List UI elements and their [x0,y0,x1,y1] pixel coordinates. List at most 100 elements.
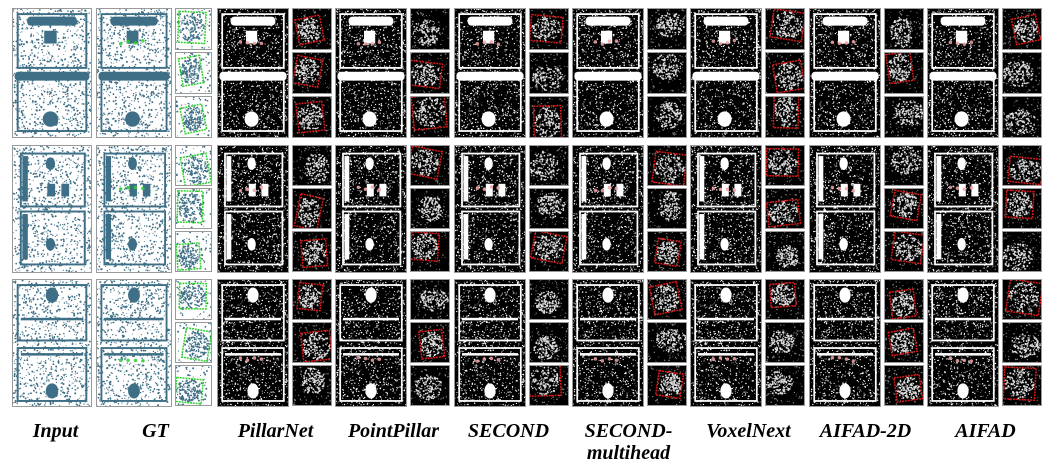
caption-second: SECOND [451,420,566,442]
method-zoom-crop [410,96,450,138]
caption-voxelnext: VoxelNext [691,420,806,442]
method-zoom-crop [647,96,687,138]
caption-aifad-2d: AIFAD-2D [808,420,923,442]
method-feature-map [335,279,407,407]
method-zoom-crop [410,52,450,94]
method-zoom-crop [647,365,687,406]
method-zoom-crop [292,52,332,94]
method-zoom-crop [529,365,569,406]
gt-zoom-crop [175,365,212,406]
method-zoom-crop [765,188,805,229]
input-pointcloud-image [12,145,92,273]
method-feature-map [454,8,526,138]
method-zoom-crop [529,231,569,272]
caption-gt: GT [98,420,213,442]
method-zoom-crop [884,52,924,94]
input-pointcloud-image [12,279,92,407]
method-zoom-crop [1002,96,1042,138]
method-zoom-crop [292,279,332,320]
method-zoom-crop [529,322,569,363]
method-feature-map [927,8,999,138]
method-feature-map [572,145,644,273]
method-feature-map [335,8,407,138]
method-zoom-crop [884,96,924,138]
method-zoom-crop [1002,52,1042,94]
method-zoom-crop [1002,365,1042,406]
method-feature-map [690,279,762,407]
gt-zoom-crop [175,96,212,138]
method-zoom-crop [647,188,687,229]
method-zoom-crop [292,8,332,50]
comparison-figure [0,0,1058,453]
method-zoom-crop [884,279,924,320]
gt-zoom-crop [175,8,212,50]
gt-zoom-crop [175,231,212,272]
method-zoom-crop [529,145,569,186]
gt-zoom-crop [175,52,212,94]
gt-pointcloud-image [96,279,172,407]
method-zoom-crop [292,188,332,229]
method-feature-map [217,8,289,138]
method-zoom-crop [884,188,924,229]
method-feature-map [690,145,762,273]
method-zoom-crop [1002,279,1042,320]
method-feature-map [335,145,407,273]
method-zoom-crop [292,145,332,186]
method-feature-map [927,145,999,273]
method-zoom-crop [647,231,687,272]
method-zoom-crop [647,145,687,186]
method-feature-map [454,279,526,407]
method-feature-map [217,279,289,407]
caption-input: Input [0,420,113,442]
gt-pointcloud-image [96,145,172,273]
method-zoom-crop [410,322,450,363]
method-zoom-crop [410,8,450,50]
caption-pointpillar: PointPillar [336,420,451,442]
method-zoom-crop [884,145,924,186]
method-zoom-crop [529,188,569,229]
method-zoom-crop [1002,322,1042,363]
gt-zoom-crop [175,188,212,229]
method-zoom-crop [529,52,569,94]
method-zoom-crop [292,322,332,363]
method-zoom-crop [884,322,924,363]
method-zoom-crop [647,279,687,320]
method-zoom-crop [765,231,805,272]
method-zoom-crop [765,279,805,320]
method-feature-map [454,145,526,273]
method-zoom-crop [410,145,450,186]
method-zoom-crop [529,96,569,138]
method-zoom-crop [410,188,450,229]
method-zoom-crop [410,279,450,320]
method-zoom-crop [884,8,924,50]
method-feature-map [927,279,999,407]
method-zoom-crop [292,365,332,406]
method-zoom-crop [647,322,687,363]
method-feature-map [809,145,881,273]
method-zoom-crop [765,96,805,138]
method-zoom-crop [1002,145,1042,186]
gt-zoom-crop [175,322,212,363]
method-zoom-crop [529,8,569,50]
gt-zoom-crop [175,145,212,186]
caption-pillarnet: PillarNet [218,420,333,442]
method-zoom-crop [765,145,805,186]
method-zoom-crop [884,231,924,272]
method-zoom-crop [292,96,332,138]
method-zoom-crop [1002,231,1042,272]
method-feature-map [809,8,881,138]
method-feature-map [572,279,644,407]
caption-second-multihead: SECOND-multihead [571,420,686,464]
gt-zoom-crop [175,279,212,320]
method-zoom-crop [884,365,924,406]
input-pointcloud-image [12,8,92,138]
method-feature-map [572,8,644,138]
gt-pointcloud-image [96,8,172,138]
method-zoom-crop [410,365,450,406]
method-zoom-crop [765,8,805,50]
method-zoom-crop [765,322,805,363]
method-feature-map [217,145,289,273]
caption-aifad: AIFAD [928,420,1043,442]
method-zoom-crop [1002,8,1042,50]
method-feature-map [690,8,762,138]
